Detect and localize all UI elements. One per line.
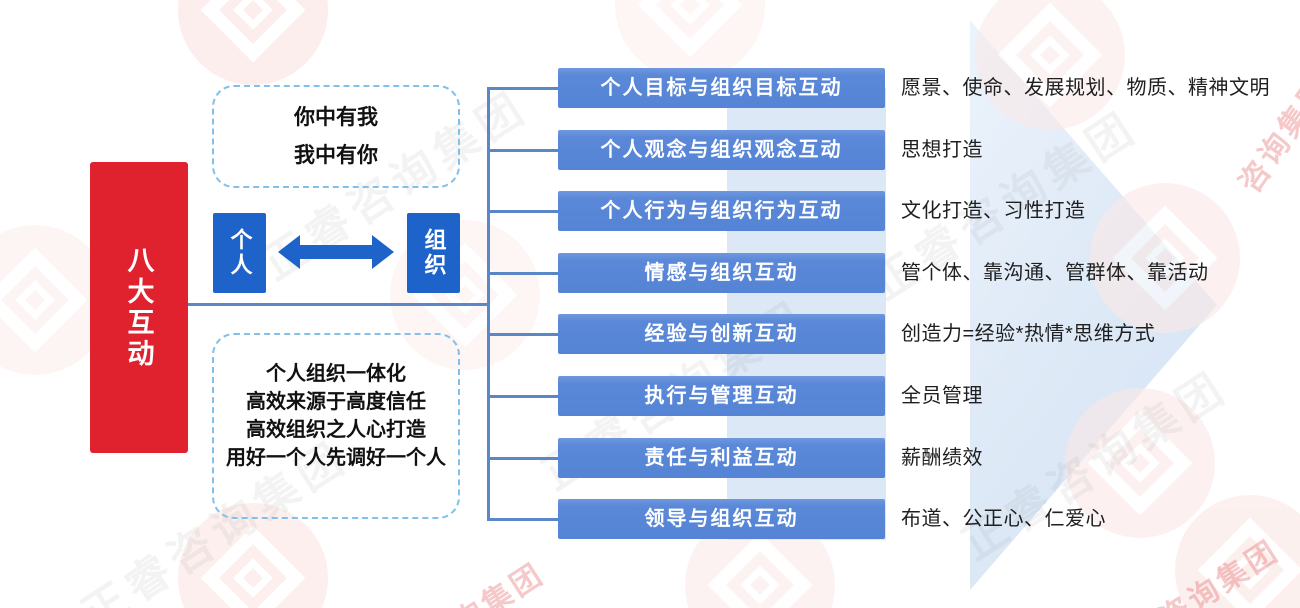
connector-stub [487, 149, 558, 152]
interaction-desc-8: 布道、公正心、仁爱心 [901, 508, 1106, 530]
note-line: 高效组织之人心打造 [246, 419, 426, 441]
connector-stub [487, 333, 558, 336]
watermark-logo-icon [178, 0, 328, 85]
connector-trunk-line [487, 87, 490, 520]
interaction-desc-3: 文化打造、习性打造 [901, 200, 1086, 222]
entity-individual-box: 个人 [213, 213, 266, 293]
diamond-logo-icon [0, 247, 88, 353]
entity-organization-box: 组织 [407, 213, 460, 293]
connector-stub [487, 87, 558, 90]
interaction-bar-2: 个人观念与组织观念互动 [558, 130, 885, 170]
connector-stub [487, 457, 558, 460]
diamond-logo-icon [200, 0, 306, 63]
watermark-logo-icon [1065, 388, 1215, 538]
title-text: 八大互动 [123, 245, 154, 370]
note-line: 用好一个人先调好一个人 [226, 447, 446, 469]
connector-stub [487, 395, 558, 398]
entity-individual-label: 个人 [227, 228, 253, 278]
note-line: 我中有你 [294, 143, 378, 167]
interaction-bar-5: 经验与创新互动 [558, 314, 885, 354]
interaction-bar-7: 责任与利益互动 [558, 438, 885, 478]
interaction-bar-8: 领导与组织互动 [558, 499, 885, 539]
interaction-desc-2: 思想打造 [901, 139, 983, 161]
title-box: 八大互动 [90, 162, 188, 453]
double-arrow-icon [278, 235, 394, 269]
connector-stub [487, 272, 558, 275]
watermark-logo-icon [1090, 183, 1240, 333]
diamond-logo-icon [637, 0, 743, 58]
note-line: 你中有我 [294, 105, 378, 129]
interaction-desc-5: 创造力=经验*热情*思维方式 [901, 323, 1156, 345]
entity-organization-label: 组织 [421, 228, 447, 278]
note-line: 高效来源于高度信任 [246, 391, 426, 413]
interaction-bar-3: 个人行为与组织行为互动 [558, 191, 885, 231]
connector-stub [487, 518, 558, 521]
note-mutual-box: 你中有我 我中有你 [212, 85, 460, 188]
interaction-desc-1: 愿景、使命、发展规划、物质、精神文明 [901, 77, 1270, 99]
watermark-short-text: 咨询集团 [418, 557, 551, 608]
watermark-logo-icon [975, 0, 1125, 130]
interaction-desc-7: 薪酬绩效 [901, 447, 983, 469]
interaction-desc-6: 全员管理 [901, 385, 983, 407]
interaction-bar-4: 情感与组织互动 [558, 253, 885, 293]
interaction-desc-4: 管个体、靠沟通、管群体、靠活动 [901, 262, 1209, 284]
connector-stub [487, 210, 558, 213]
connector-feed-line [188, 303, 489, 306]
note-principles-box: 个人组织一体化 高效来源于高度信任 高效组织之人心打造 用好一个人先调好一个人 [212, 333, 460, 519]
note-line: 个人组织一体化 [266, 363, 406, 385]
diamond-logo-icon [707, 532, 813, 608]
interaction-bar-1: 个人目标与组织目标互动 [558, 68, 885, 108]
interaction-bar-6: 执行与管理互动 [558, 376, 885, 416]
